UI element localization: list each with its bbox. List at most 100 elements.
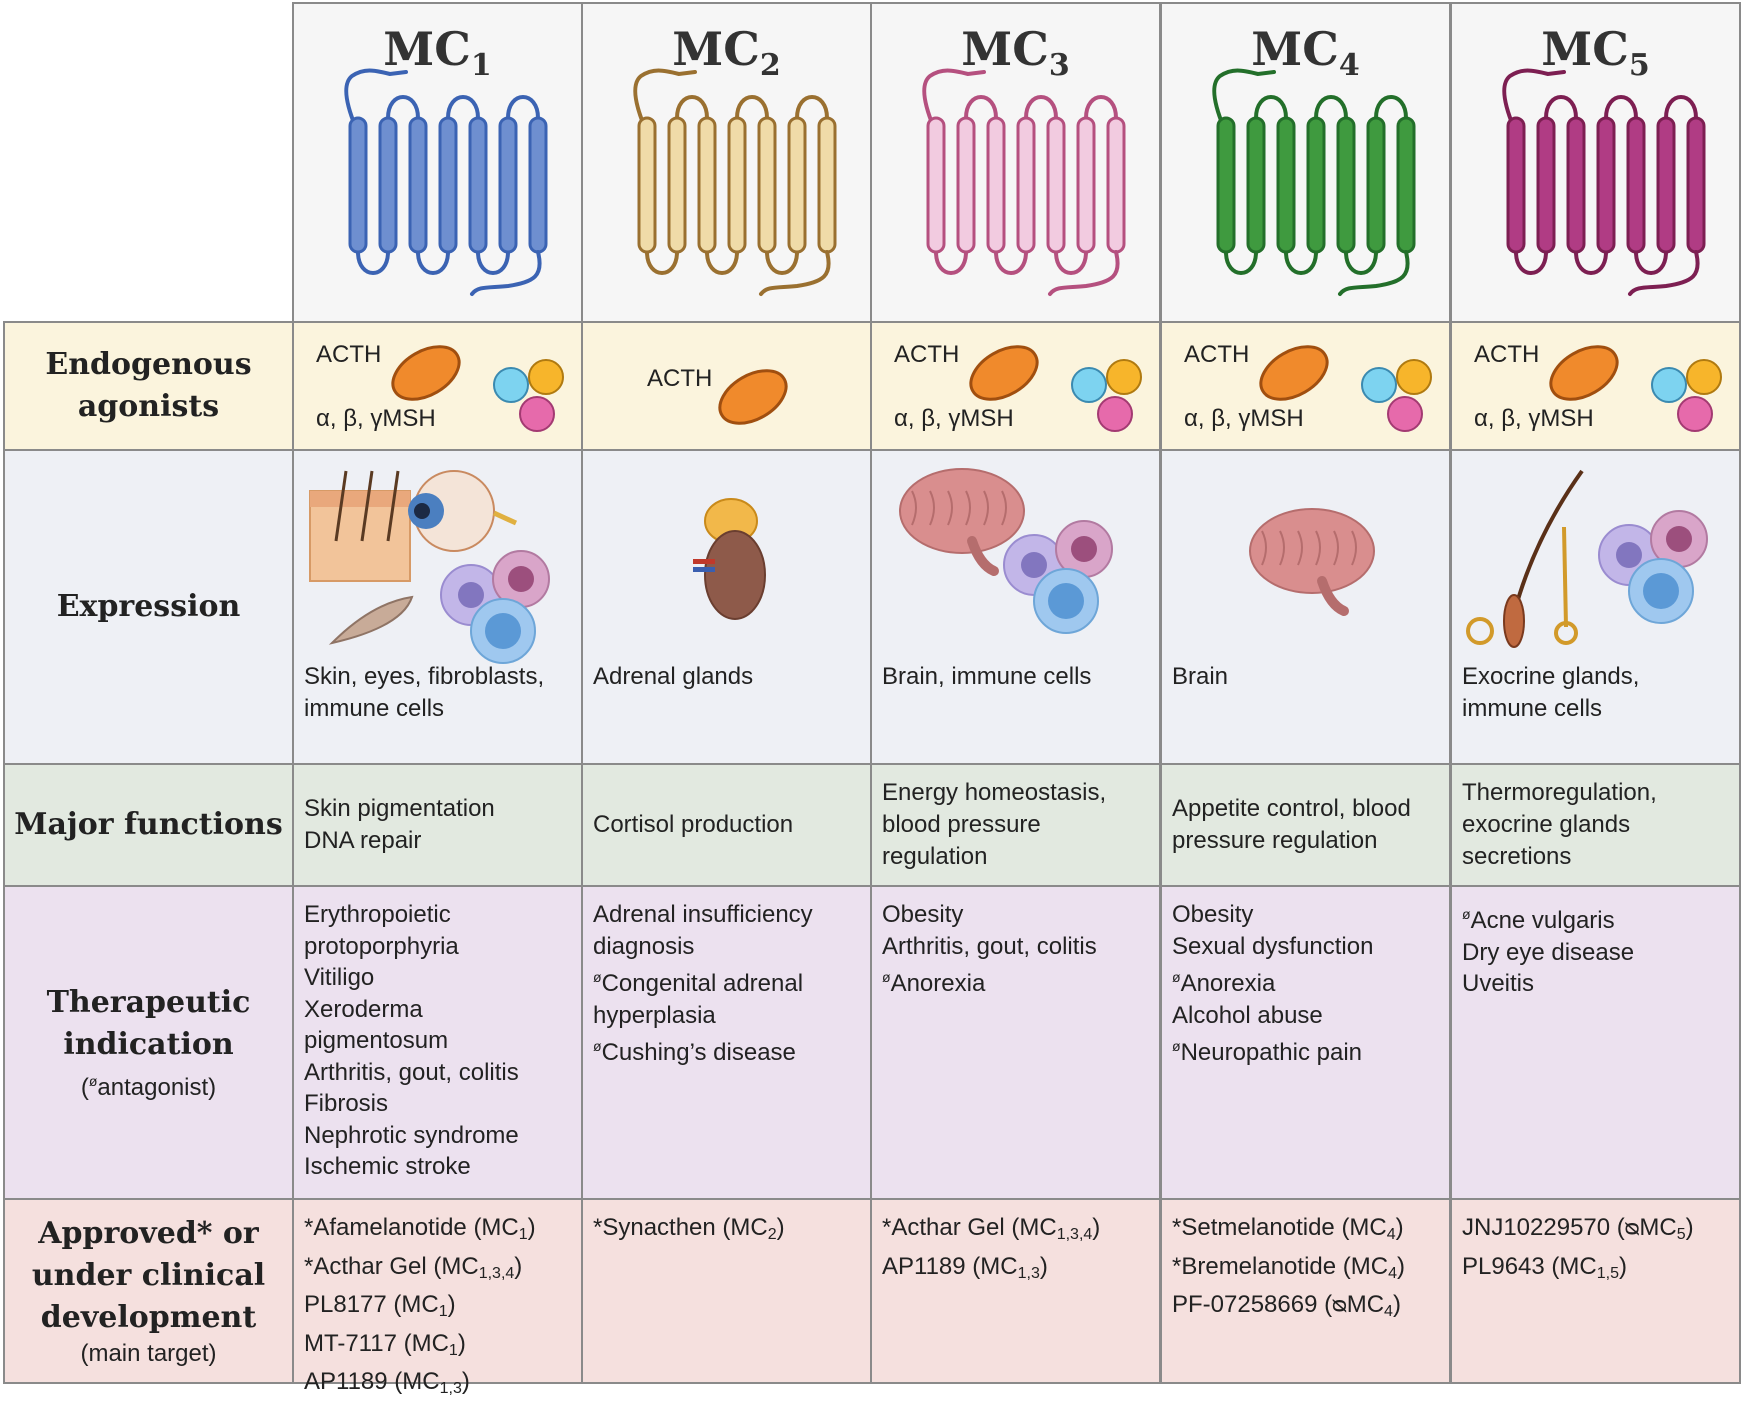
- transmembrane-helix: [1216, 116, 1236, 254]
- brain-icon: [1249, 508, 1375, 616]
- mc4-drug-item: PF-07258669 (ᴓMC4): [1172, 1289, 1405, 1328]
- intracellular-loop: [1514, 251, 1548, 275]
- mc2-title-text: MC: [672, 22, 760, 76]
- extracellular-loop: [446, 95, 480, 119]
- indication-text: Neuropathic pain: [1180, 1039, 1363, 1066]
- mc2-title-subscript: 2: [759, 48, 781, 83]
- mc1-drug-item: *Afamelanotide (MC1): [304, 1212, 536, 1251]
- drug-target-subscript: 1: [448, 1341, 458, 1359]
- antagonist-marker: ø: [1172, 1038, 1181, 1054]
- mc5-title: MC5: [1452, 22, 1739, 83]
- drug-target-subscript: 1,3: [1017, 1264, 1040, 1282]
- drug-name: AP1189 (MC: [882, 1252, 1018, 1280]
- msh-peptide-icon: [1651, 367, 1687, 403]
- extracellular-loop: [795, 95, 829, 119]
- row-label-functions-text: Major functions: [14, 807, 283, 842]
- acth-peptide-icon: [391, 345, 461, 401]
- mc1-expression-line: immune cells: [304, 695, 445, 722]
- mc1-drug-item: AP1189 (MC1,3): [304, 1366, 536, 1405]
- mc5-msh-label: α, β, γMSH: [1474, 405, 1594, 433]
- acth-peptide-icon: [718, 369, 788, 425]
- mc3-function-line: Energy homeostasis,: [882, 779, 1107, 806]
- mc4-title: MC4: [1162, 22, 1449, 83]
- drug-target-subscript: 4: [1386, 1226, 1396, 1243]
- intracellular-loop: [994, 251, 1028, 275]
- transmembrane-helix: [1366, 116, 1386, 254]
- mc2-functions-text: Cortisol production: [583, 809, 793, 841]
- mc4-msh-label: α, β, γMSH: [1184, 405, 1304, 433]
- indication-text: diagnosis: [593, 932, 695, 960]
- mc4-drugs-text: *Setmelanotide (MC4)*Bremelanotide (MC4)…: [1172, 1212, 1405, 1328]
- adrenal-gland-icon: [693, 498, 766, 620]
- mc1-drugs-text: *Afamelanotide (MC1)*Acthar Gel (MC1,3,4…: [304, 1212, 536, 1405]
- mc3-acth-label: ACTH: [894, 341, 959, 369]
- msh-peptide-icon: [528, 359, 564, 395]
- extracellular-loop: [506, 95, 540, 119]
- mc3-drug-item: AP1189 (MC1,3): [882, 1251, 1100, 1290]
- mc3-app-cell: *Acthar Gel (MC1,3,4)AP1189 (MC1,3): [870, 1198, 1161, 1384]
- mc1-function-line: Skin pigmentation: [304, 795, 495, 822]
- intracellular-loop: [1344, 251, 1378, 275]
- transmembrane-helix: [1016, 116, 1036, 254]
- drug-name: AP1189 (MC: [304, 1368, 440, 1395]
- mc3-drug-item: *Acthar Gel (MC1,3,4): [882, 1212, 1100, 1251]
- receptor-helices: [633, 68, 837, 296]
- msh-peptide-icon: [1387, 396, 1423, 432]
- mc2-exp-cell: Adrenal glands: [581, 449, 872, 765]
- exocrine-gland-icon: [1562, 526, 1568, 628]
- mc1-agonist-icons: [391, 345, 564, 432]
- row-label-indication-line1: Therapeutic: [46, 985, 251, 1020]
- extracellular-loop: [675, 95, 709, 119]
- mc2-function-line: Cortisol production: [593, 811, 794, 838]
- mc1-drug-item: PL8177 (MC1): [304, 1289, 536, 1328]
- drug-target-subscript: 1: [518, 1226, 528, 1243]
- mc1-msh-text: α, β, γMSH: [316, 405, 436, 432]
- extracellular-loop: [1254, 95, 1288, 119]
- transmembrane-helix: [408, 116, 428, 254]
- mc5-expression-illustration: [1466, 469, 1708, 648]
- mc4-receptor-icon: [1212, 68, 1416, 296]
- mc3-expression-text: Brain, immune cells: [882, 661, 1155, 693]
- drug-target-subscript: 4: [1388, 1264, 1397, 1282]
- mc5-expression-text: Exocrine glands,immune cells: [1462, 661, 1735, 725]
- row-label-agonists: Endogenous agonists: [3, 321, 294, 451]
- indication-text: Anorexia: [1180, 970, 1276, 997]
- transmembrane-helix: [727, 116, 747, 254]
- intracellular-loop: [356, 251, 390, 275]
- drug-name: *Afamelanotide (MC: [304, 1214, 519, 1241]
- transmembrane-helix: [1246, 116, 1266, 254]
- transmembrane-helix: [438, 116, 458, 254]
- intracellular-loop: [705, 251, 739, 275]
- msh-peptide-icon: [1106, 359, 1142, 395]
- mc3-acth-text: ACTH: [894, 341, 960, 368]
- mc5-expression-line: Exocrine glands,: [1462, 663, 1640, 690]
- mc2-indication-item: Adrenal insufficiency: [593, 899, 813, 931]
- transmembrane-helix: [637, 116, 657, 254]
- transmembrane-helix: [1536, 116, 1556, 254]
- mc5-function-line: secretions: [1462, 843, 1572, 870]
- drug-target-subscript: 1,5: [1596, 1264, 1619, 1282]
- transmembrane-helix: [986, 116, 1006, 254]
- mc2-drugs-text: *Synacthen (MC2): [593, 1212, 785, 1251]
- drug-name: *Acthar Gel (MC: [882, 1214, 1057, 1241]
- extracellular-loop: [735, 95, 769, 119]
- mc4-indication-item: øNeuropathic pain: [1172, 1031, 1373, 1069]
- mc3-title-subscript: 3: [1048, 48, 1070, 83]
- mc5-function-line: Thermoregulation,: [1462, 779, 1657, 806]
- mc1-app-cell: *Afamelanotide (MC1)*Acthar Gel (MC1,3,4…: [292, 1198, 583, 1397]
- antagonist-marker: ø: [593, 1038, 602, 1054]
- transmembrane-helix: [757, 116, 777, 254]
- row-label-approved-line3: development: [40, 1300, 257, 1335]
- transmembrane-helix: [1396, 116, 1416, 254]
- extracellular-loop: [1544, 95, 1578, 119]
- acth-peptide-icon: [969, 345, 1039, 401]
- indication-text: Uveitis: [1462, 970, 1535, 997]
- mc1-indication-item: protoporphyria: [304, 931, 519, 963]
- extracellular-loop: [1604, 95, 1638, 119]
- drug-name: *Synacthen (MC: [593, 1214, 768, 1241]
